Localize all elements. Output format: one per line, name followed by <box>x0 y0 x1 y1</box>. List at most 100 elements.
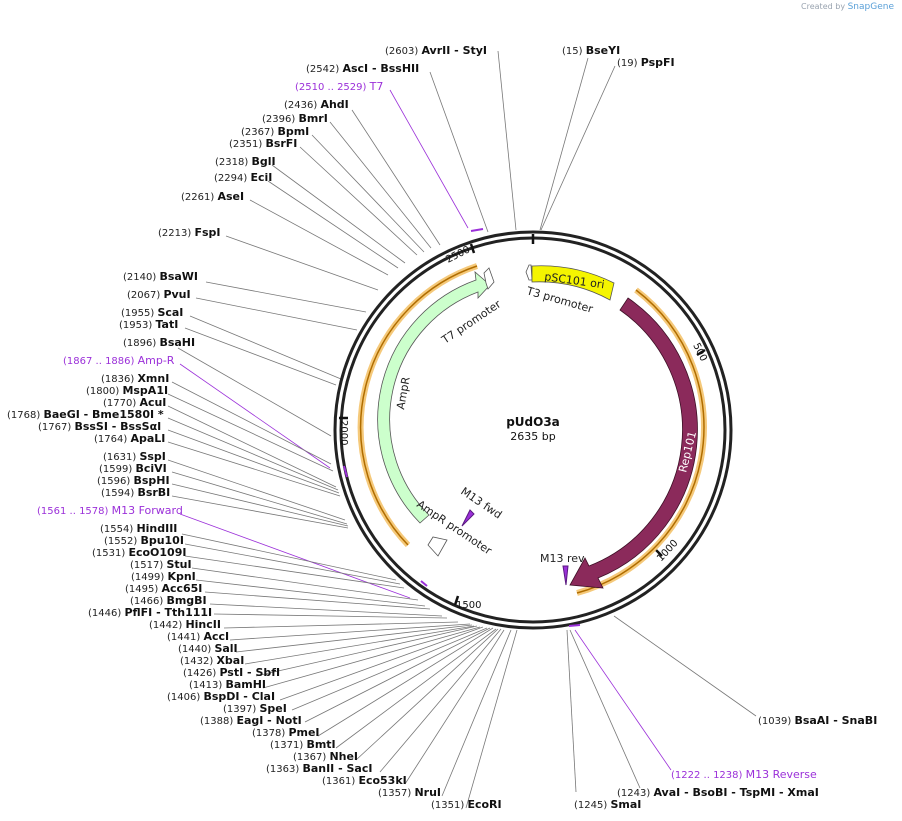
enzyme-label: (2351) BsrFI <box>229 137 297 150</box>
enzyme-name: EciI <box>250 171 272 184</box>
enzyme-label: (2318) BglI <box>215 155 276 168</box>
enzyme-leader-line <box>569 629 641 789</box>
enzyme-leader-line <box>540 65 616 231</box>
enzyme-name: BsaWI <box>159 270 198 283</box>
rep101-feature <box>569 297 698 589</box>
enzyme-name: AseI <box>217 190 244 203</box>
enzyme-leader-line <box>244 625 475 665</box>
enzyme-leader-line <box>539 57 589 231</box>
enzyme-label: (1953) TatI <box>119 318 178 331</box>
feature-label: (1867 .. 1886) Amp-R <box>63 354 175 367</box>
m13-fwd-arrow <box>461 509 475 527</box>
enzyme-extra: - BsoBI - TspMI - XmaI <box>680 786 819 799</box>
enzyme-leader-line <box>209 603 443 617</box>
enzyme-leader-line <box>167 441 341 497</box>
enzyme-position: (1367) <box>293 752 329 763</box>
enzyme-leader-line <box>255 625 478 677</box>
ampr-label: AmpR <box>394 376 413 411</box>
enzyme-leader-line <box>299 146 418 256</box>
feature-label: (2510 .. 2529) T7 <box>295 80 383 93</box>
feature-leader-line <box>179 363 331 469</box>
enzyme-leader-line <box>171 381 332 465</box>
enzyme-position: (1388) <box>200 716 236 727</box>
enzyme-label: (1440) SalI <box>178 642 238 655</box>
enzyme-label: (1363) BanII - SacI <box>266 762 372 775</box>
enzyme-extra: - NotI <box>263 714 301 727</box>
enzyme-name: XmnI <box>137 372 169 385</box>
enzyme-position: (1406) <box>167 692 203 703</box>
enzyme-label: (2436) AhdI <box>284 98 349 111</box>
enzyme-leader-line <box>177 347 332 437</box>
enzyme-leader-line <box>167 459 346 521</box>
enzyme-extra: - Bme1580I * <box>80 408 164 421</box>
enzyme-position: (1243) <box>617 788 653 799</box>
enzyme-label: (1361) Eco53kI <box>322 774 407 787</box>
enzyme-name: BciVI <box>135 462 166 475</box>
enzyme-leader-line <box>195 579 426 607</box>
enzyme-name: SalI <box>214 642 237 655</box>
orange-arc-right-core <box>576 289 705 594</box>
ampr-promoter-feature <box>427 536 448 557</box>
enzyme-position: (1371) <box>270 740 306 751</box>
enzyme-leader-line <box>329 121 432 249</box>
enzyme-label: (1413) BamHI <box>189 678 266 691</box>
enzyme-label: (1466) BmgBI <box>130 594 207 607</box>
enzyme-name: Acc65I <box>161 582 202 595</box>
feature-range: (1222 .. 1238) <box>671 770 746 781</box>
enzyme-position: (1363) <box>266 764 302 775</box>
enzyme-name: ApaLI <box>130 432 165 445</box>
enzyme-label: (1517) StuI <box>130 558 192 571</box>
enzyme-position: (1631) <box>103 452 139 463</box>
enzyme-position: (2261) <box>181 192 217 203</box>
enzyme-leader-line <box>304 627 491 723</box>
enzyme-name: PstI <box>219 666 243 679</box>
tick-label-1500: 1500 <box>456 600 481 611</box>
enzyme-position: (2542) <box>306 64 342 75</box>
enzyme-name: BsrFI <box>265 137 297 150</box>
enzyme-leader-line <box>181 533 397 581</box>
enzyme-leader-line <box>171 483 349 527</box>
enzyme-position: (2294) <box>214 173 250 184</box>
enzyme-name: AccI <box>203 630 229 643</box>
enzyme-name: EcoO109I <box>128 546 186 559</box>
enzyme-name: BsrBI <box>137 486 170 499</box>
enzyme-name: NheI <box>329 750 358 763</box>
enzyme-name: SmaI <box>610 798 641 811</box>
enzyme-label: (1531) EcoO109I <box>92 546 186 559</box>
enzyme-label: (2603) AvrII - StyI <box>385 44 487 57</box>
enzyme-leader-line <box>184 327 337 386</box>
enzyme-label: (1367) NheI <box>293 750 358 763</box>
enzyme-label: (1388) EagI - NotI <box>200 714 302 727</box>
enzyme-leader-line <box>271 164 406 264</box>
enzyme-label: (1955) ScaI <box>121 306 183 319</box>
enzyme-leader-line <box>195 297 358 331</box>
enzyme-position: (1413) <box>189 680 225 691</box>
enzyme-position: (1397) <box>223 704 259 715</box>
enzyme-name: AhdI <box>320 98 348 111</box>
plasmid-name: pUdO3a <box>506 415 560 429</box>
enzyme-label: (1039) BsaAI - SnaBI <box>758 714 877 727</box>
enzyme-position: (1446) <box>88 608 124 619</box>
enzyme-leader-line <box>204 591 431 610</box>
enzyme-name: BmrI <box>298 112 327 125</box>
enzyme-extra: - SnaBI <box>829 714 877 727</box>
enzyme-leader-line <box>223 621 459 629</box>
enzyme-position: (1770) <box>103 398 139 409</box>
enzyme-name: PvuI <box>163 288 190 301</box>
enzyme-label: (15) BseYI <box>562 44 620 57</box>
enzyme-position: (2140) <box>123 272 159 283</box>
enzyme-leader-line <box>291 627 488 711</box>
enzyme-label: (1406) BspDI - ClaI <box>167 690 275 703</box>
enzyme-label: (1357) NruI <box>378 786 441 799</box>
enzyme-position: (1594) <box>101 488 137 499</box>
enzyme-label: (2294) EciI <box>214 171 272 184</box>
enzyme-position: (1896) <box>123 338 159 349</box>
enzyme-leader-line <box>355 628 499 761</box>
enzyme-position: (2351) <box>229 139 265 150</box>
enzyme-label: (1378) PmeI <box>252 726 320 739</box>
enzyme-name: BamHI <box>225 678 266 691</box>
enzyme-position: (1426) <box>183 668 219 679</box>
enzyme-name: PspFI <box>641 56 675 69</box>
plasmid-length: 2635 bp <box>510 430 555 443</box>
